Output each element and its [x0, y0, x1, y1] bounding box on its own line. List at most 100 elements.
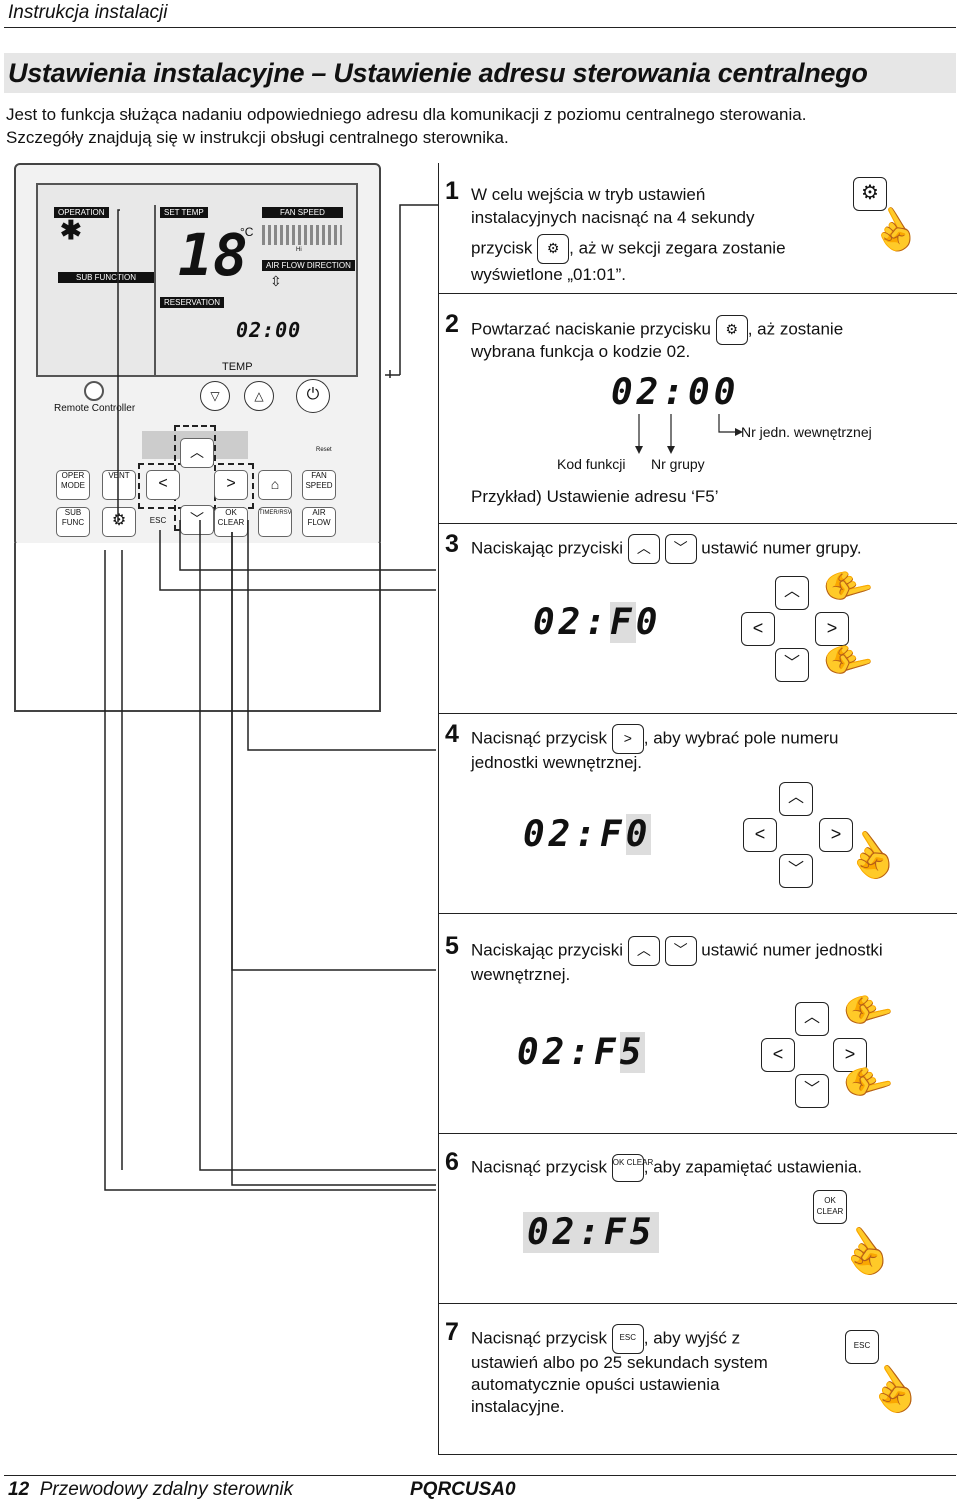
function-code-label: Kod funkcji — [557, 456, 626, 472]
step-2-text-b: , aż zostanie — [747, 319, 844, 339]
chevron-down-icon[interactable]: ﹀ — [779, 854, 813, 888]
display-part-c: 0 — [635, 602, 662, 643]
display-highlight: 5 — [619, 1032, 646, 1073]
chevron-right-icon[interactable]: > — [833, 1038, 867, 1072]
display-part-a: 02: — [533, 602, 611, 643]
sensor-indicator — [84, 381, 104, 401]
swing-icon: ⇳ — [270, 273, 282, 289]
step-1: 1 W celu wejścia w tryb ustawień instala… — [438, 163, 957, 293]
step-number: 7 — [445, 1318, 459, 1346]
chevron-down-icon[interactable]: ﹀ — [664, 534, 697, 564]
chevron-up-icon[interactable]: ︿ — [775, 576, 809, 610]
display-value: 02:F5 — [527, 1212, 656, 1253]
clock-display: 02:00 — [236, 318, 302, 342]
timer-key[interactable]: TIMER/RSV — [258, 507, 292, 537]
esc-icon[interactable]: ESC — [611, 1324, 644, 1354]
page-title: Ustawienia instalacyjne – Ustawienie adr… — [8, 58, 868, 88]
reset-label: Reset — [316, 447, 332, 453]
section-header: Instrukcja instalacji — [8, 2, 168, 23]
step-7: 7 Nacisnąć przycisk ESC, aby wyjść z ust… — [438, 1303, 957, 1455]
step-number: 6 — [445, 1148, 459, 1176]
step-3-text-b: ustawić numer grupy. — [701, 538, 862, 558]
chevron-right-icon[interactable]: > — [611, 724, 644, 754]
fan-speed-label: FAN SPEED — [262, 207, 343, 218]
step-3: 3 Naciskając przyciski ︿ ﹀ ustawić numer… — [438, 523, 957, 714]
step-number: 5 — [445, 932, 459, 960]
chevron-up-icon[interactable]: ︿ — [779, 782, 813, 816]
step-6-text-b: , aby zapamiętać ustawienia. — [643, 1157, 863, 1177]
chevron-right-icon[interactable]: > — [815, 612, 849, 646]
thermostat-key[interactable]: ⌂ — [258, 470, 292, 500]
power-button[interactable]: ⏻ — [296, 379, 330, 413]
step-7-text-b: , aby wyjść z — [643, 1328, 741, 1348]
step-1-line-2: instalacyjnych nacisnąć na 4 sekundy — [471, 208, 755, 227]
footer-divider — [4, 1475, 956, 1476]
setting-icon[interactable]: ⚙ — [715, 315, 748, 345]
remote-name: Remote Controller — [54, 403, 136, 414]
step-1-line-4: wyświetlone „01:01”. — [471, 265, 626, 284]
step-4-text-a: Nacisnąć przycisk — [471, 728, 608, 748]
right-key[interactable]: > — [214, 470, 248, 500]
chevron-up-icon[interactable]: ︿ — [627, 534, 660, 564]
chevron-down-icon[interactable]: ﹀ — [664, 936, 697, 966]
chevron-left-icon[interactable]: < — [743, 818, 777, 852]
step-7-line-2: ustawień albo po 25 sekundach system — [471, 1353, 768, 1372]
up-key[interactable]: ︿ — [180, 438, 214, 468]
chevron-down-icon[interactable]: ﹀ — [775, 648, 809, 682]
step-6-display: 02:F5 — [523, 1212, 660, 1253]
temperature-unit: °C — [240, 225, 254, 239]
display-divider — [154, 205, 156, 375]
ok-clear-icon[interactable]: OK CLEAR — [813, 1190, 847, 1224]
left-key[interactable]: < — [146, 470, 180, 500]
set-temp-label: SET TEMP — [160, 207, 208, 218]
intro-line-1: Jest to funkcja służąca nadaniu odpowied… — [6, 105, 807, 124]
step-2-text-a: Powtarzać naciskanie przycisku — [471, 319, 711, 339]
step-1-line-3: przycisk ⚙, aż w sekcji zegara zostanie — [471, 234, 786, 264]
step-3-line-1: Naciskając przyciski ︿ ﹀ ustawić numer g… — [471, 534, 862, 564]
temp-up-button[interactable]: △ — [244, 381, 274, 411]
pointing-hand-icon: ☝ — [819, 555, 876, 616]
display-part-a: 02:F — [517, 1032, 620, 1073]
remote-controller: OPERATION SET TEMP FAN SPEED ✱ 18 °C Hi … — [14, 163, 381, 713]
chevron-left-icon[interactable]: < — [761, 1038, 795, 1072]
pointing-hand-icon: ☝ — [839, 1051, 896, 1112]
temp-label: TEMP — [222, 361, 253, 373]
sub-func-key[interactable]: SUB FUNC — [56, 507, 90, 537]
chevron-up-icon[interactable]: ︿ — [627, 936, 660, 966]
temp-down-button[interactable]: ▽ — [200, 381, 230, 411]
intro-line-2: Szczegóły znajdują się w instrukcji obsł… — [6, 128, 509, 147]
setting-key[interactable]: ⚙ — [102, 507, 136, 537]
step-4-line-1: Nacisnąć przycisk >, aby wybrać pole num… — [471, 724, 838, 754]
fan-speed-key[interactable]: FAN SPEED — [302, 470, 336, 500]
display-highlight: F — [610, 602, 636, 643]
chevron-left-icon[interactable]: < — [741, 612, 775, 646]
title-bar — [4, 53, 956, 93]
ok-clear-icon[interactable]: OK CLEAR — [611, 1154, 653, 1182]
air-flow-key[interactable]: AIR FLOW — [302, 507, 336, 537]
fan-speed-bars — [262, 225, 342, 245]
setting-icon[interactable]: ⚙ — [853, 177, 887, 211]
chevron-down-icon[interactable]: ﹀ — [795, 1074, 829, 1108]
step-2-line-1: Powtarzać naciskanie przycisku ⚙, aż zos… — [471, 315, 843, 345]
step-7-line-1: Nacisnąć przycisk ESC, aby wyjść z — [471, 1324, 740, 1354]
footer-left: 12 Przewodowy zdalny sterownik — [8, 1479, 293, 1501]
step-2-display: 02:00 — [611, 372, 740, 413]
step-3-display: 02:F0 — [533, 602, 661, 643]
step-1-line-1: W celu wejścia w tryb ustawień — [471, 185, 706, 204]
chevron-right-icon[interactable]: > — [819, 818, 853, 852]
step-4: 4 Nacisnąć przycisk >, aby wybrać pole n… — [438, 713, 957, 914]
chevron-up-icon[interactable]: ︿ — [795, 1002, 829, 1036]
setting-icon[interactable]: ⚙ — [537, 234, 570, 264]
vent-key[interactable]: VENT — [102, 470, 136, 500]
pointing-hand-icon: ☝ — [839, 979, 896, 1040]
step-5-line-1: Naciskając przyciski ︿ ﹀ ustawić numer j… — [471, 936, 883, 966]
pointing-hand-icon: ☝ — [819, 629, 876, 690]
display-part-a: 02:F — [523, 814, 626, 855]
step-4-text-b: , aby wybrać pole numeru — [643, 728, 839, 748]
esc-key[interactable]: ESC — [149, 516, 167, 525]
step-3-text-a: Naciskając przyciski — [471, 538, 624, 558]
step-number: 1 — [445, 177, 459, 205]
reservation-label: RESERVATION — [160, 297, 225, 308]
oper-mode-key[interactable]: OPER MODE — [56, 470, 90, 500]
esc-icon[interactable]: ESC — [845, 1330, 879, 1364]
